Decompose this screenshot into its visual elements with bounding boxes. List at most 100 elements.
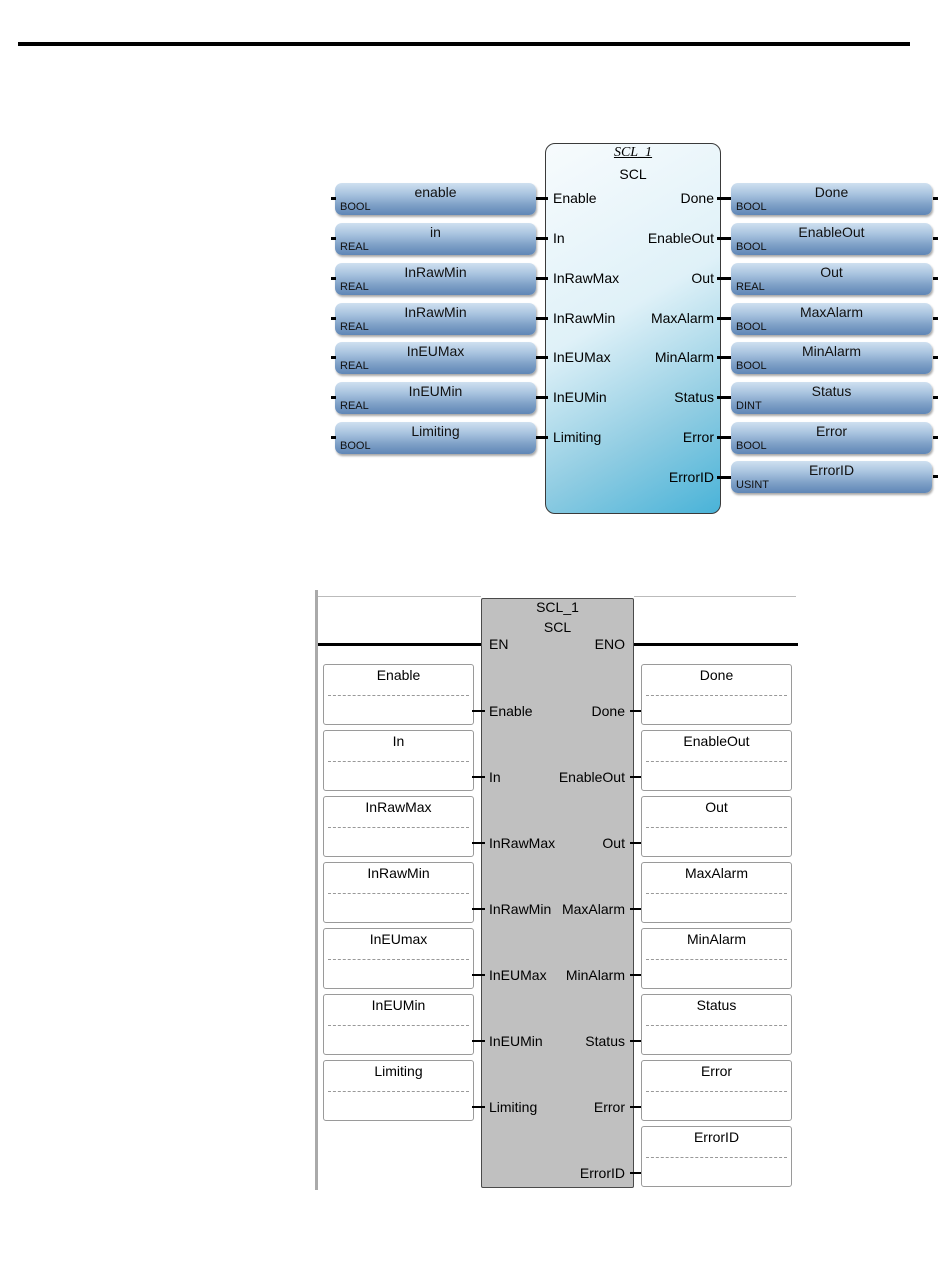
fbd-variable-type: BOOL (736, 440, 767, 452)
ld-input-pin[interactable]: InEUMax (489, 967, 547, 983)
fbd-connection-stub (717, 436, 732, 439)
ld-input-variable[interactable]: InRawMin (323, 862, 474, 923)
fbd-output-pin[interactable]: EnableOut (647, 230, 714, 246)
fbd-input-pin[interactable]: Limiting (553, 429, 602, 445)
ld-connection-stub (472, 776, 485, 778)
ld-input-variable[interactable]: Limiting (323, 1060, 474, 1121)
ld-variable-name: Done (699, 667, 734, 683)
fbd-input-pin[interactable]: InRawMax (553, 270, 620, 286)
ld-input-variable[interactable]: Enable (323, 664, 474, 725)
fbd-variable-type: REAL (340, 241, 369, 253)
ld-input-pin[interactable]: Limiting (489, 1099, 538, 1115)
ld-function-block[interactable] (481, 598, 634, 1188)
ld-rung-line (318, 643, 484, 646)
fbd-variable-name: Out (820, 264, 843, 280)
fbd-connection-stub (536, 317, 548, 320)
ld-variable-name: InRawMax (365, 799, 432, 815)
ld-output-pin[interactable]: Out (602, 835, 625, 851)
fbd-function-block[interactable] (545, 143, 721, 514)
ld-output-pin[interactable]: MaxAlarm (561, 901, 625, 917)
ld-connection-stub (630, 1106, 643, 1108)
ld-output-variable[interactable]: MaxAlarm (641, 862, 792, 923)
ld-input-pin[interactable]: InEUMin (489, 1033, 543, 1049)
ld-connection-stub (630, 1040, 643, 1042)
ld-output-pin[interactable]: ErrorID (579, 1165, 625, 1181)
fbd-output-pin[interactable]: ErrorID (668, 469, 714, 485)
fbd-connection-stub (717, 356, 732, 359)
ld-output-variable[interactable]: Error (641, 1060, 792, 1121)
fbd-variable-type: USINT (736, 479, 769, 491)
fbd-variable-name: MinAlarm (801, 343, 862, 359)
ld-input-variable[interactable]: In (323, 730, 474, 791)
fbd-variable-type: REAL (340, 321, 369, 333)
ld-output-pin[interactable]: Status (585, 1033, 625, 1049)
ld-input-variable[interactable]: InEUMin (323, 994, 474, 1055)
ld-variable-name: Out (705, 799, 728, 815)
top-rule (18, 42, 910, 46)
ld-eno-pin[interactable]: ENO (594, 636, 625, 652)
ld-output-pin[interactable]: Error (593, 1099, 625, 1115)
ld-connection-stub (630, 974, 643, 976)
ld-input-pin[interactable]: In (489, 769, 501, 785)
ld-instance-name: SCL_1 (536, 599, 579, 615)
fbd-output-pin[interactable]: MaxAlarm (650, 310, 714, 326)
fbd-input-pin[interactable]: InEUMax (553, 349, 611, 365)
fbd-variable-type: BOOL (736, 241, 767, 253)
fbd-connection-stub (536, 436, 548, 439)
fbd-input-pin[interactable]: Enable (553, 190, 597, 206)
ld-input-pin[interactable]: InRawMax (489, 835, 556, 851)
fbd-variable-name: InRawMin (404, 304, 467, 320)
ld-input-pin[interactable]: Enable (489, 703, 533, 719)
fbd-variable-name: enable (414, 184, 457, 200)
ld-output-variable[interactable]: EnableOut (641, 730, 792, 791)
ld-connection-stub (630, 908, 643, 910)
fbd-input-pin[interactable]: InRawMin (553, 310, 616, 326)
ld-output-pin[interactable]: Done (591, 703, 625, 719)
fbd-connection-stub (717, 396, 732, 399)
ld-output-pin[interactable]: EnableOut (558, 769, 625, 785)
fbd-variable-type: BOOL (340, 440, 371, 452)
ld-output-pin[interactable]: MinAlarm (565, 967, 625, 983)
ld-connection-stub (472, 1106, 485, 1108)
fbd-input-pin[interactable]: In (553, 230, 565, 246)
fbd-instance-name: SCL_1 (613, 145, 653, 160)
ld-output-variable[interactable]: Out (641, 796, 792, 857)
ld-en-pin[interactable]: EN (489, 636, 509, 652)
ld-input-variable[interactable]: InRawMax (323, 796, 474, 857)
fbd-block-type: SCL (619, 166, 647, 182)
fbd-output-pin[interactable]: Done (680, 190, 714, 206)
ld-variable-name: Status (696, 997, 737, 1013)
fbd-output-pin[interactable]: Status (674, 389, 714, 405)
fbd-connection-stub (717, 476, 732, 479)
ld-output-variable[interactable]: ErrorID (641, 1126, 792, 1187)
ld-output-variable[interactable]: Status (641, 994, 792, 1055)
ld-input-variable[interactable]: InEUmax (323, 928, 474, 989)
fbd-output-pin[interactable]: Error (682, 429, 714, 445)
fbd-output-pin[interactable]: MinAlarm (654, 349, 714, 365)
fbd-output-pin[interactable]: Out (691, 270, 714, 286)
fbd-variable-type: REAL (736, 281, 765, 293)
fbd-variable-name: EnableOut (798, 224, 865, 240)
ld-input-pin[interactable]: InRawMin (489, 901, 552, 917)
ld-connection-stub (472, 974, 485, 976)
ld-output-variable[interactable]: Done (641, 664, 792, 725)
fbd-input-pin[interactable]: InEUMin (553, 389, 607, 405)
ld-connection-stub (630, 842, 643, 844)
ld-output-variable[interactable]: MinAlarm (641, 928, 792, 989)
